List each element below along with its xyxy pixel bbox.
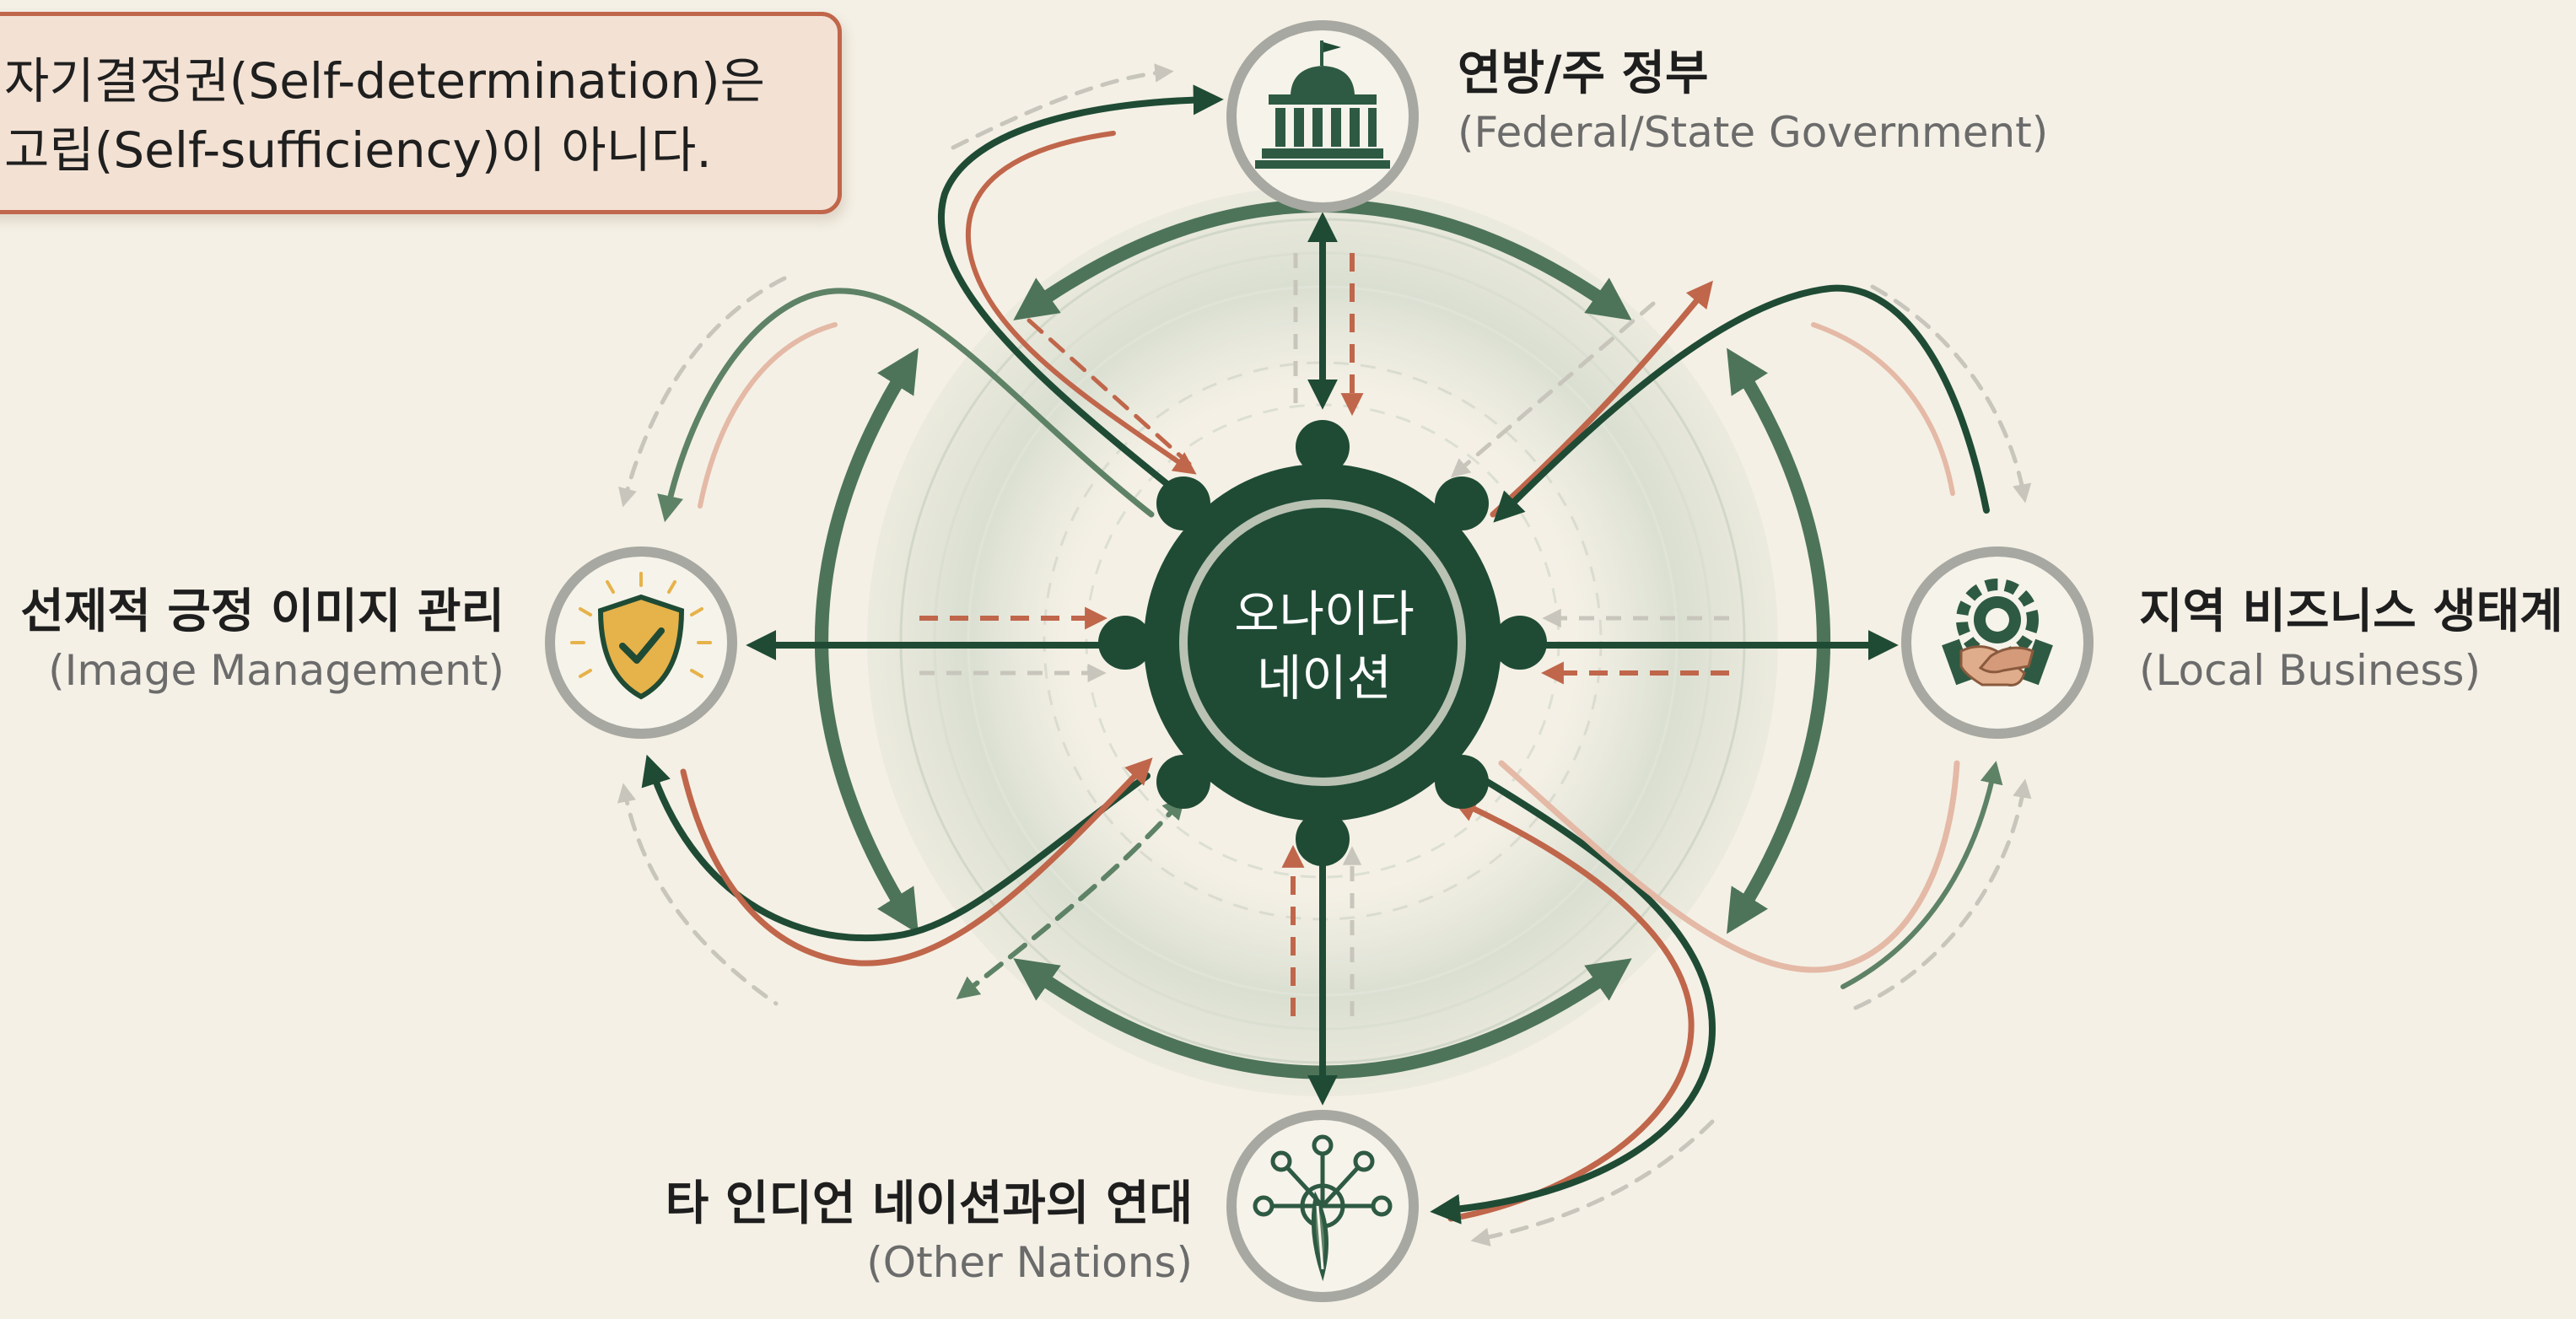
flow-topleft-gray [951,63,1174,150]
label-nations-ko: 타 인디언 네이션과의 연대 [665,1176,1193,1231]
flow-business-center-light [1498,760,1960,973]
arc-right [1727,347,1830,934]
flow-government-business-red [1490,280,1713,518]
sun-rays-icon [570,572,712,678]
quote-line-1: 자기결정권(Self-determination)은 [4,52,765,110]
label-image-en: (Image Management) [48,646,504,695]
label-image: 선제적 긍정 이미지 관리 (Image Management) [20,582,504,698]
node-business [1901,546,2094,739]
label-government-en: (Federal/State Government) [1458,108,2049,157]
flow-business-center [1493,284,1990,523]
flow-business-light-red [1811,322,1955,496]
flow-government-center-dashed [1027,318,1192,466]
flow-center-government [937,84,1224,488]
node-image [545,546,737,739]
flow-business-lower [1840,761,2003,989]
straight-connectors [746,212,1899,1106]
center-hub [1098,420,1547,866]
flow-center-image [657,288,1155,523]
network-feather-icon [1253,1134,1393,1282]
label-nations-en: (Other Nations) [866,1238,1193,1287]
flow-government-center-red [965,131,1197,475]
flow-center-nations-dashed [956,795,1186,999]
node-nations [1226,1110,1419,1302]
curved-flows [617,63,2032,1246]
flow-business-gray-lower [1853,778,2032,1010]
quote-line-2: 고립(Self-sufficiency)이 아니다. [4,121,712,179]
flow-image-gray-lower [617,783,779,1006]
quote-box: 자기결정권(Self-determination)은 고립(Self-suffi… [0,12,842,214]
center-label-line-1: 오나이다 [1234,585,1415,643]
shield-check-icon [597,594,685,700]
node-government [1226,20,1419,213]
gear-handshake-icon [1942,579,2053,686]
label-government: 연방/주 정부 (Federal/State Government) [1458,44,2048,160]
outer-arcs [815,199,1830,1079]
label-business-en: (Local Business) [2139,646,2481,695]
label-nations: 타 인디언 네이션과의 연대 (Other Nations) [666,1174,1193,1290]
flow-image-gray [618,276,787,508]
flow-center-nations [1430,777,1716,1225]
arc-left [815,347,919,934]
flow-business-gray [1870,284,2032,503]
label-image-ko: 선제적 긍정 이미지 관리 [20,584,504,639]
flow-image-light-red [698,322,838,509]
label-business-ko: 지역 비즈니스 생태계 [2139,584,2563,639]
capitol-building-icon [1255,40,1390,169]
label-business: 지역 비즈니스 생태계 (Local Business) [2139,582,2563,698]
label-government-ko: 연방/주 정부 [1458,46,1709,101]
center-label: 오나이다 네이션 [1198,582,1451,710]
flow-nations-gray [1470,1119,1715,1246]
center-label-line-2: 네이션 [1256,649,1393,707]
flow-nations-center [1447,796,1695,1222]
flow-business-center-gray [1450,301,1656,478]
